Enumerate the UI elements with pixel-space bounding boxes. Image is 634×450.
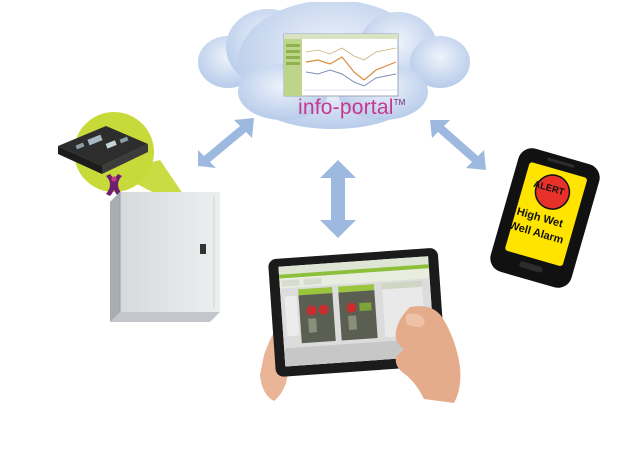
double-arrow-icon — [198, 118, 254, 168]
info-portal-logo: info-portalTM — [298, 96, 406, 120]
right-hand — [395, 306, 461, 403]
double-arrow-icon — [320, 160, 356, 238]
data-logger-icon — [58, 126, 148, 174]
trademark: TM — [393, 98, 406, 107]
double-arrow-icon — [430, 120, 486, 170]
brand-text: info-portal — [298, 96, 394, 119]
dashboard-screenshot — [283, 33, 399, 97]
control-cabinet-icon — [110, 192, 220, 322]
brand-mark-icon — [106, 174, 122, 196]
tablet-icon — [260, 248, 461, 403]
smartphone-icon — [490, 148, 600, 288]
cloud-icon — [198, 2, 470, 129]
